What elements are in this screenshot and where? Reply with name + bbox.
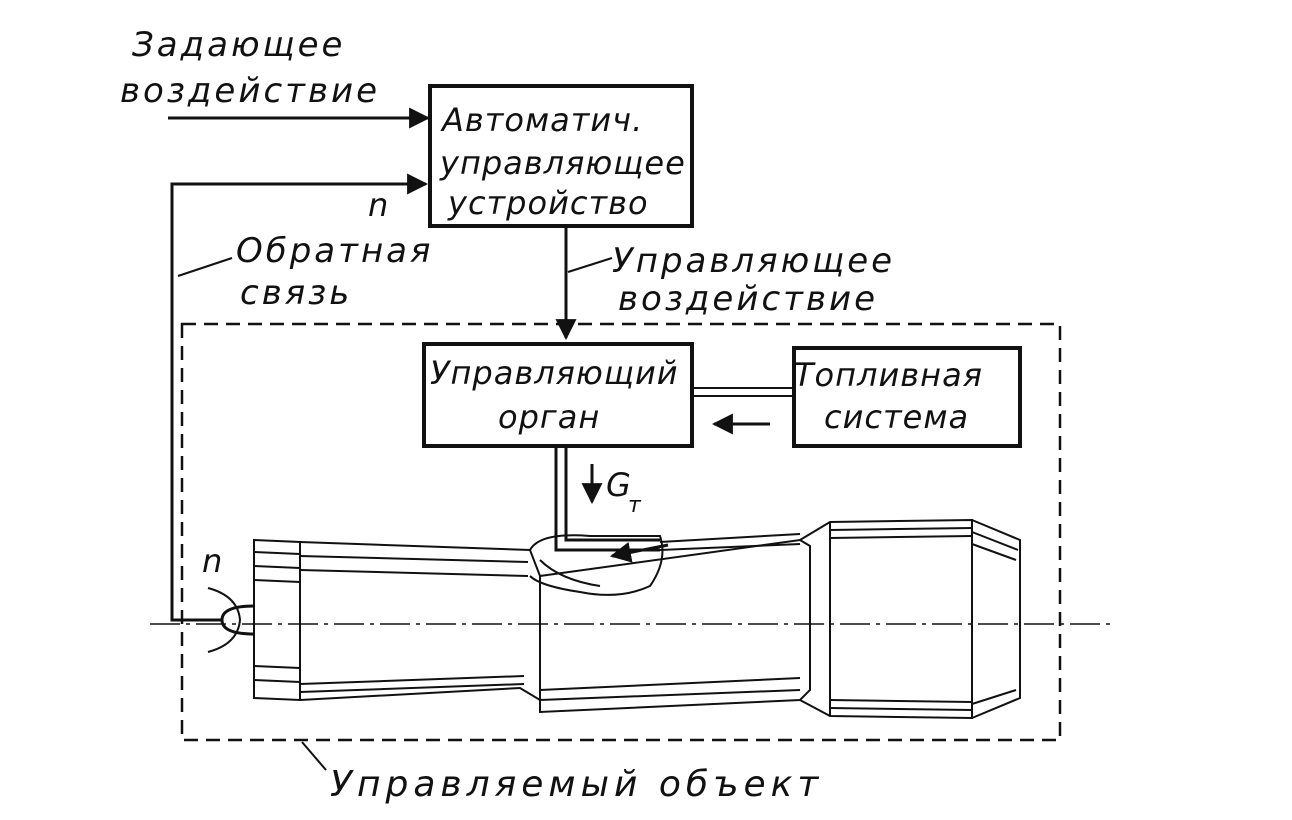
controlled-object-leader (301, 741, 327, 771)
feedback-label-line1: Обратная (236, 231, 433, 271)
controller-label-line3: устройство (447, 184, 649, 222)
fuel-system-block (792, 346, 1022, 448)
fuel-system-label-line1: Топливная (794, 356, 983, 394)
controller-label-line2: управляющее (439, 144, 686, 182)
fuel-pipe-inner (564, 446, 660, 542)
feedback-line (170, 173, 429, 622)
feedback-leader (177, 257, 233, 277)
actuator-label-line2: орган (498, 398, 600, 436)
controller-block (428, 84, 694, 228)
feedback-label-line2: связь (240, 273, 352, 313)
feedback-signal-label: n (368, 186, 388, 224)
controller-label-line1: Автоматич. (440, 101, 643, 139)
control-action-label-line1: Управляющее (612, 241, 895, 281)
fuel-flow-subscript: т (628, 493, 642, 518)
fuel-pipe-arrow (609, 542, 669, 563)
reference-input-label-line1: Задающее (132, 25, 345, 65)
speed-sensor-bracket (207, 587, 242, 653)
fuel-flow-symbol: G (606, 466, 631, 504)
engine-body (253, 518, 1021, 720)
speed-sensor-icon (220, 604, 255, 636)
reference-input-label-line2: воздействие (120, 71, 380, 111)
actuator-block (422, 342, 694, 448)
control-action-label-line2: воздействие (618, 279, 878, 319)
control-action-leader (567, 257, 613, 273)
fuel-system-label-line2: система (824, 398, 969, 436)
speed-sensor-label: n (202, 542, 222, 580)
actuator-label-line1: Управляющий (430, 354, 679, 392)
controlled-object-label: Управляемый объект (330, 764, 823, 805)
controlled-object-boundary (180, 322, 1062, 742)
